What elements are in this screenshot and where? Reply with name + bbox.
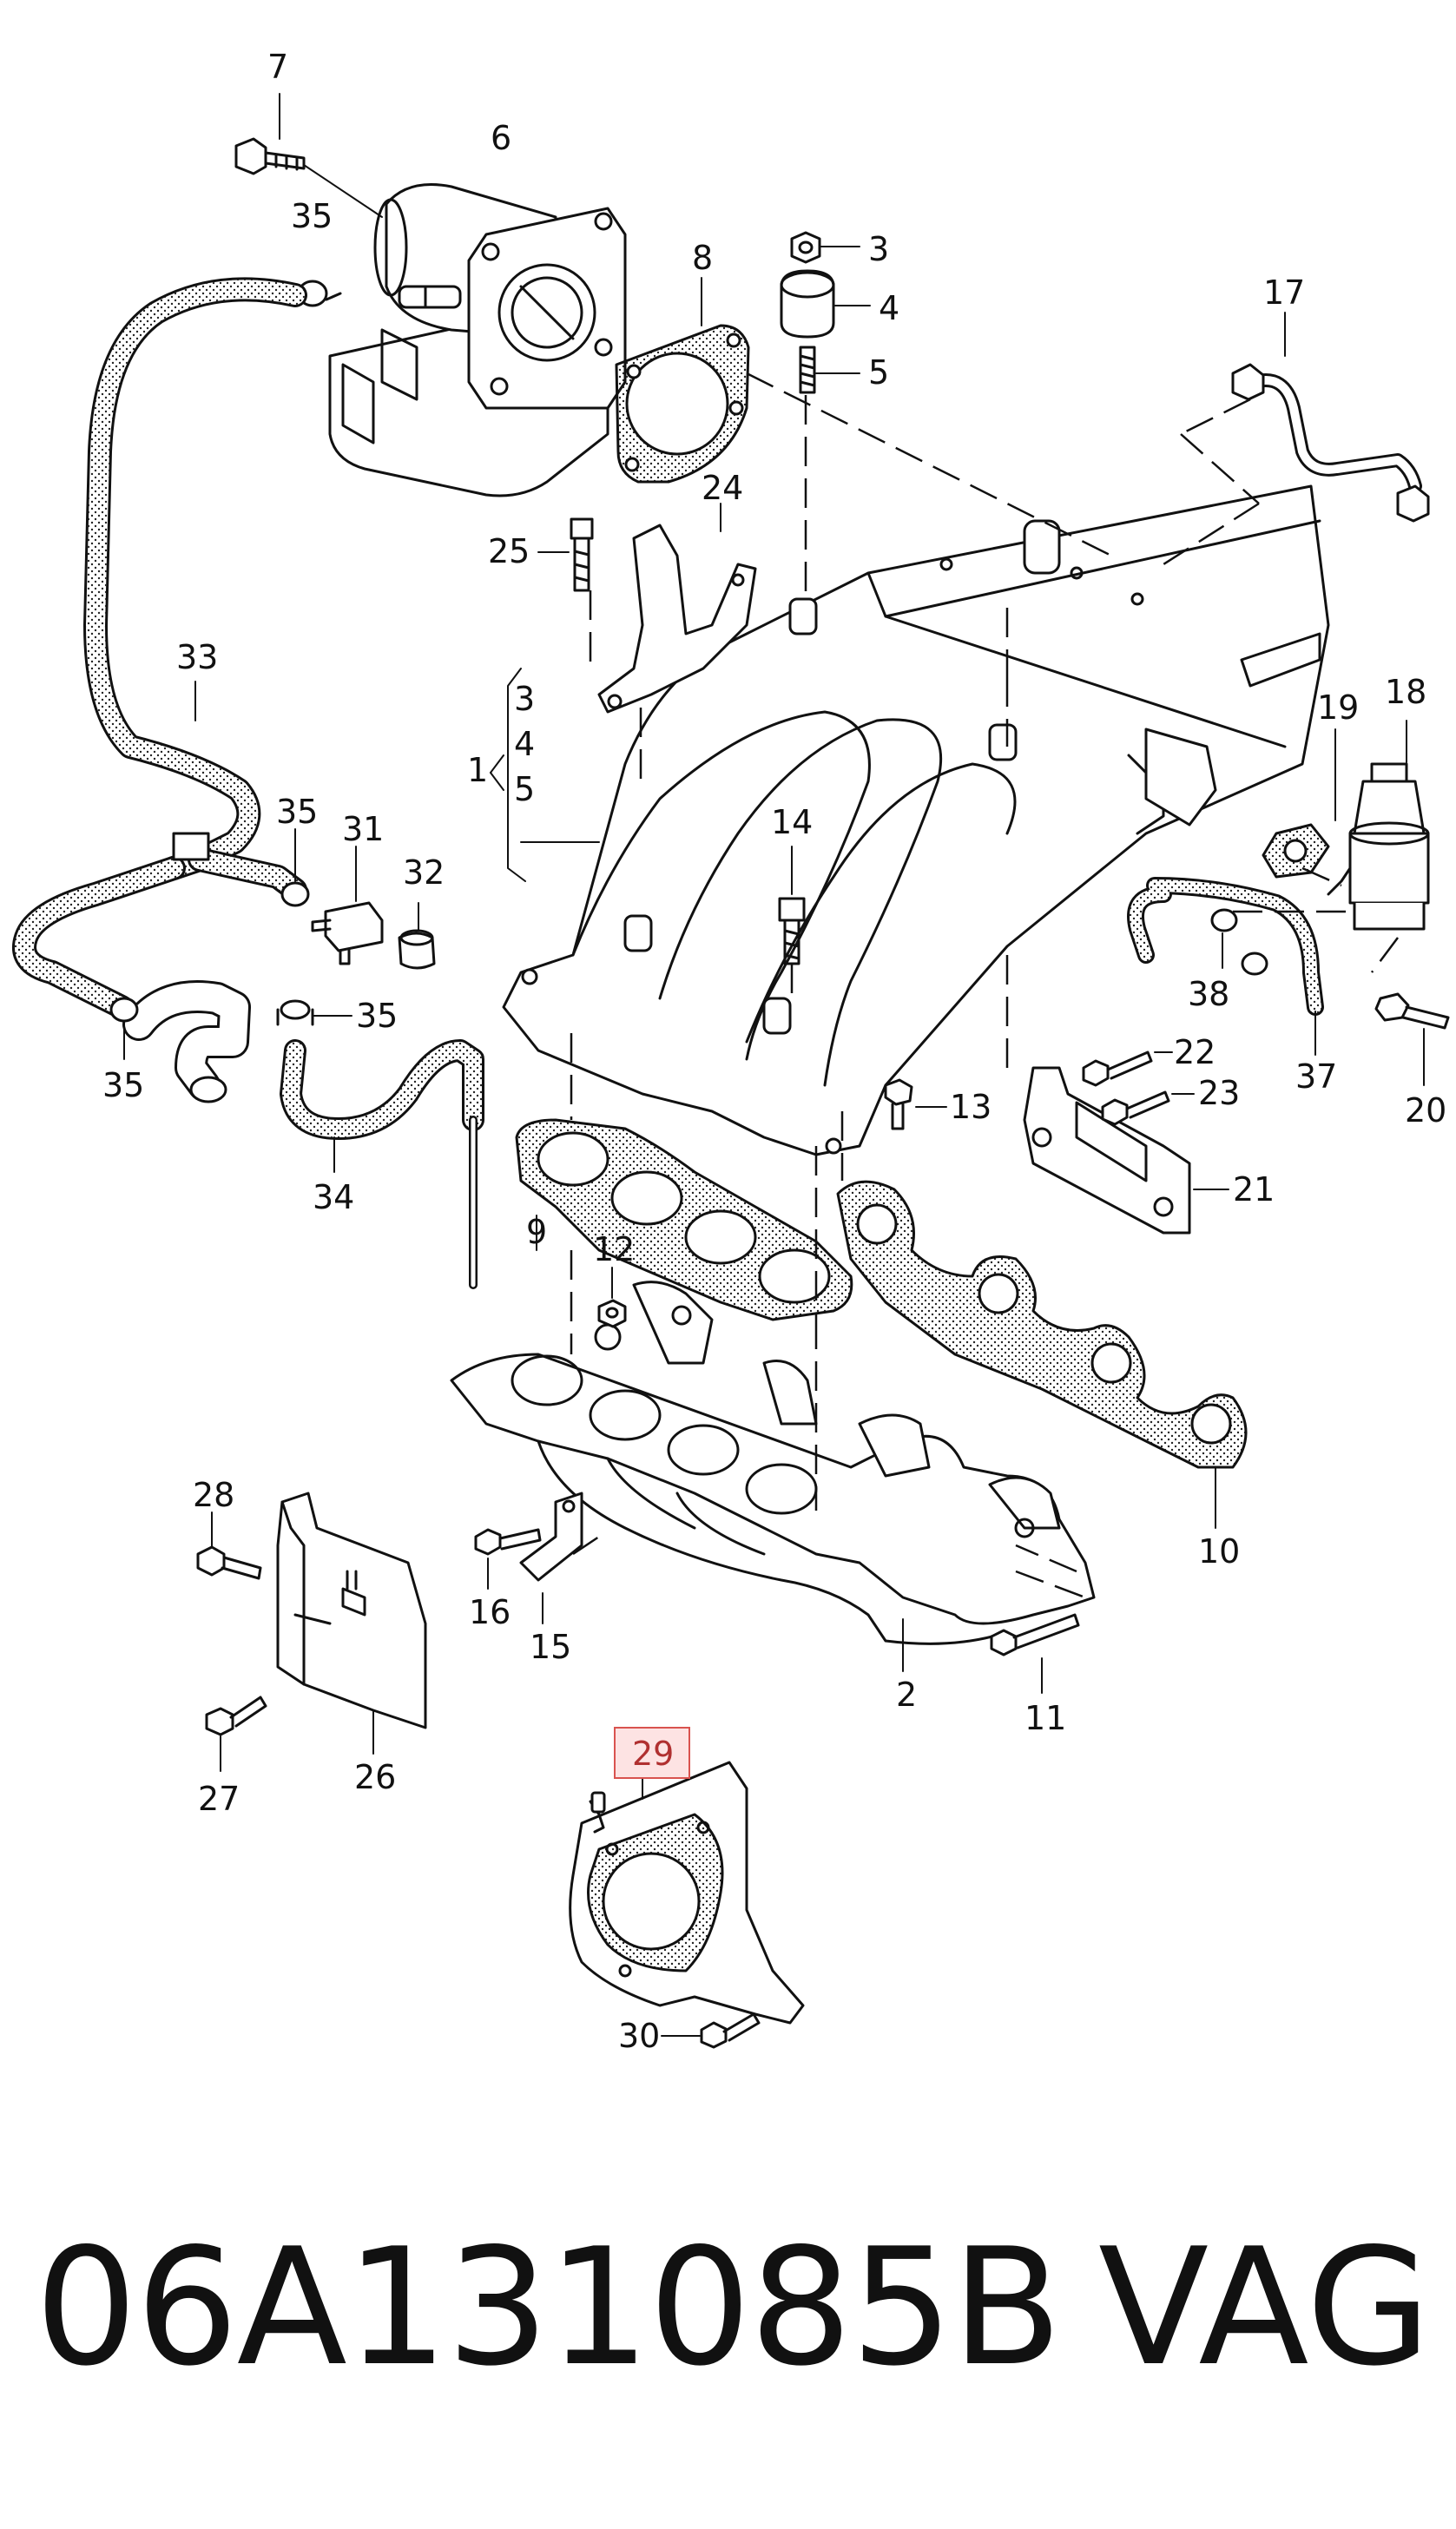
bolt-part-7 [234,137,306,175]
gasket-part-19 [1262,823,1330,879]
callout-30: 30 [618,2017,660,2055]
hose-clamp-part-38 [1210,908,1268,976]
callout-18: 18 [1385,673,1426,711]
callout-1: 1 [467,751,488,789]
callout-17: 17 [1263,273,1305,312]
vacuum-hose-part-34 [280,1039,484,1289]
callout-19: 19 [1317,688,1359,727]
callout-35-top: 35 [291,197,333,235]
callout-38: 38 [1188,975,1229,1013]
intake-manifold-part-1 [502,484,1330,1156]
bolt-part-27 [205,1696,267,1736]
exhaust-gasket-part-10 [836,1180,1248,1469]
callout-22: 22 [1174,1033,1216,1071]
bolt-part-11 [990,1613,1080,1656]
manifold-gasket-part-9 [515,1118,853,1321]
bolt-part-30 [700,2012,761,2049]
callout-2: 2 [896,1676,917,1714]
callout-10: 10 [1198,1532,1240,1571]
callout-29: 29 [632,1735,674,1773]
throttle-body-part [328,183,627,497]
callout-27: 27 [198,1780,240,1818]
bolt-part-14 [778,897,806,965]
bolt-part-16 [474,1528,542,1556]
callout-9: 9 [526,1213,547,1251]
heat-shield-part-26 [276,1492,427,1729]
brand-label: VAG [1098,2213,1432,2401]
hose-clamp-part-35-low [276,999,314,1026]
nut-part-12 [597,1299,627,1328]
bracket-part-24 [597,524,757,714]
callout-37: 37 [1295,1057,1337,1096]
callout-4-top: 4 [879,289,899,327]
callout-28: 28 [193,1476,234,1514]
bracket-part-15 [519,1492,583,1582]
highlight-29[interactable]: 29 [614,1727,690,1779]
bracket-part-21 [1023,1066,1191,1235]
callout-5-top: 5 [868,353,889,392]
callout-35-left: 35 [102,1066,144,1104]
callout-13: 13 [950,1088,992,1126]
hose-branch [12,832,307,1019]
pipe-part-17 [1231,363,1430,523]
callout-35-low: 35 [356,997,398,1035]
callout-31: 31 [342,810,384,848]
hose-clamp-part-35-mid [280,881,310,907]
callout-11: 11 [1024,1699,1066,1737]
callout-26: 26 [354,1758,396,1796]
callout-35-mid: 35 [276,793,318,831]
bolt-part-22 [1082,1050,1153,1087]
highlight-box [614,1727,690,1779]
elbow-hose-part [122,980,251,1103]
callout-23: 23 [1198,1074,1240,1112]
hose-clamp-part-35-left [109,997,139,1023]
clamp-part-32 [398,929,436,970]
callout-25: 25 [488,532,530,570]
callout-3-top: 3 [868,230,889,268]
bolt-part-28 [196,1545,262,1580]
callout-3-group: 3 [514,680,535,718]
bolt-part-23 [1101,1090,1170,1126]
callout-34: 34 [313,1178,354,1216]
callout-16: 16 [469,1593,511,1631]
valve-part-31 [311,901,384,965]
hose-part-37 [1127,877,1324,1016]
callout-15: 15 [530,1628,571,1666]
callout-4-group: 4 [514,725,535,763]
heat-shield-part-29[interactable] [569,1761,805,2025]
bolt-part-13 [884,1078,913,1130]
callout-12: 12 [593,1230,635,1268]
exhaust-manifold-part-2 [450,1281,1096,1645]
callout-14: 14 [771,803,813,841]
callout-24: 24 [702,469,743,507]
callout-32: 32 [403,853,445,892]
callout-20: 20 [1405,1091,1446,1129]
vacuum-hose-part-33 [83,277,307,880]
egr-valve-part-18 [1327,762,1430,931]
nut-grommet-stud-group [780,231,835,394]
throttle-gasket-part-8 [615,324,750,484]
callout-21: 21 [1233,1170,1275,1209]
callout-7: 7 [267,48,288,86]
callout-33: 33 [176,638,218,676]
part-number-label: 06A131085B [35,2213,1063,2401]
bolt-part-25 [570,517,594,592]
bolt-part-20 [1374,992,1450,1030]
callout-8: 8 [692,239,713,277]
callout-5-group: 5 [514,770,535,808]
callout-6: 6 [491,119,511,157]
